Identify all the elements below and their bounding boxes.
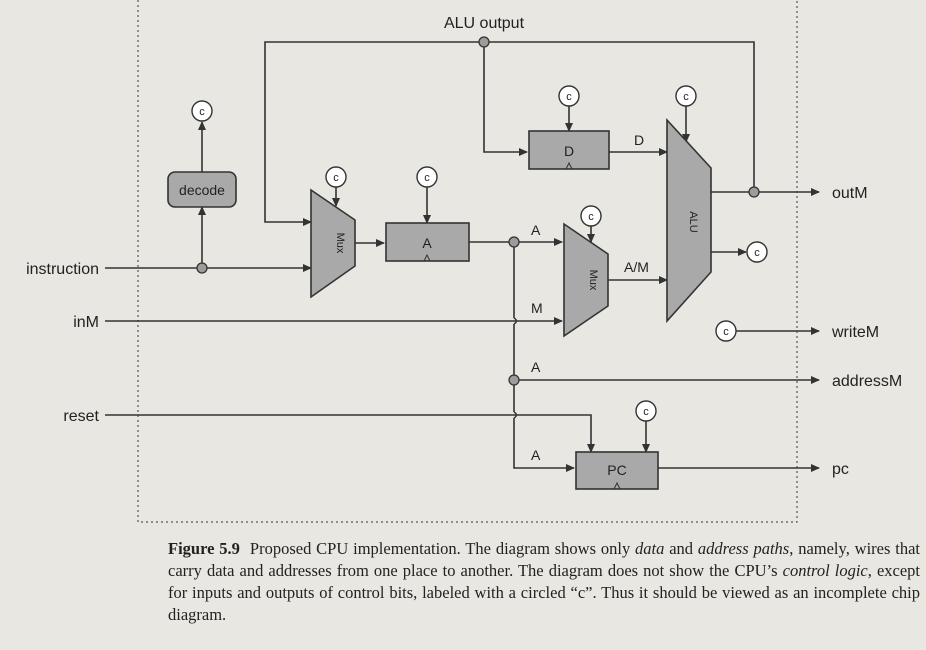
cpu-diagram: decode Mux A D Mux ALU PC c c c c c: [26, 0, 902, 523]
svg-text:c: c: [566, 91, 572, 103]
wire-label-a: A: [531, 447, 541, 463]
svg-text:c: c: [199, 106, 205, 118]
control-bit-icon: c: [325, 166, 347, 188]
caption-emphasis: control logic: [782, 561, 868, 580]
d-register-label: D: [564, 143, 574, 159]
control-bit-icon: c: [191, 100, 213, 122]
reset-label: reset: [63, 408, 99, 425]
control-bit-icon: c: [635, 400, 657, 422]
outM-junction: [748, 186, 760, 198]
decode-label: decode: [179, 182, 225, 198]
svg-text:c: c: [333, 172, 339, 184]
a-register-label: A: [422, 235, 432, 251]
figure-caption: Figure 5.9 Proposed CPU implementation. T…: [168, 538, 920, 626]
address-junction: [508, 374, 520, 386]
control-bit-icon: c: [715, 320, 737, 342]
svg-text:c: c: [754, 247, 760, 259]
wire-label-am: A/M: [624, 259, 649, 275]
wire-label-a: A: [531, 359, 541, 375]
caption-text: , namely, wires that carry data and addr…: [168, 539, 920, 580]
control-bit-icon: c: [580, 205, 602, 227]
caption-text: , except for inputs and outputs of contr…: [168, 561, 920, 624]
alu-output-junction: [478, 36, 490, 48]
alu-output-label: ALU output: [444, 15, 525, 32]
mux-a-d: [310, 188, 356, 299]
caption-emphasis: address paths: [697, 539, 790, 558]
svg-text:c: c: [643, 406, 649, 418]
caption-text: Proposed CPU implementation. The diagram…: [249, 539, 636, 558]
addressM-label: addressM: [832, 373, 902, 390]
inM-label: inM: [73, 314, 99, 331]
alu: [666, 117, 712, 324]
svg-text:c: c: [588, 211, 594, 223]
wire-label-m: M: [531, 300, 543, 316]
wire-label-a: A: [531, 222, 541, 238]
alu-label: ALU: [687, 211, 699, 232]
pc-register-label: PC: [607, 462, 626, 478]
figure-label: Figure 5.9: [168, 539, 240, 558]
svg-text:c: c: [683, 91, 689, 103]
caption-emphasis: data: [635, 539, 665, 558]
outM-label: outM: [832, 185, 868, 202]
writeM-label: writeM: [831, 324, 879, 341]
caption-text: and: [664, 539, 698, 558]
mux-a-m: [563, 222, 609, 338]
control-bit-icon: c: [675, 85, 697, 107]
svg-text:c: c: [424, 172, 430, 184]
svg-text:c: c: [723, 326, 729, 338]
mux-label-1: Mux: [334, 233, 346, 254]
instruction-junction: [196, 262, 208, 274]
a-out-junction: [508, 236, 520, 248]
control-bit-icon: c: [746, 241, 768, 263]
control-bit-icon: c: [558, 85, 580, 107]
decode-box: [167, 171, 237, 208]
mux-label-2: Mux: [587, 270, 599, 291]
wire-label-d: D: [634, 132, 644, 148]
pc-label: pc: [832, 461, 849, 478]
a-register: [385, 222, 470, 262]
control-bit-icon: c: [416, 166, 438, 188]
chip-boundary: [137, 0, 798, 523]
instruction-label: instruction: [26, 261, 99, 278]
